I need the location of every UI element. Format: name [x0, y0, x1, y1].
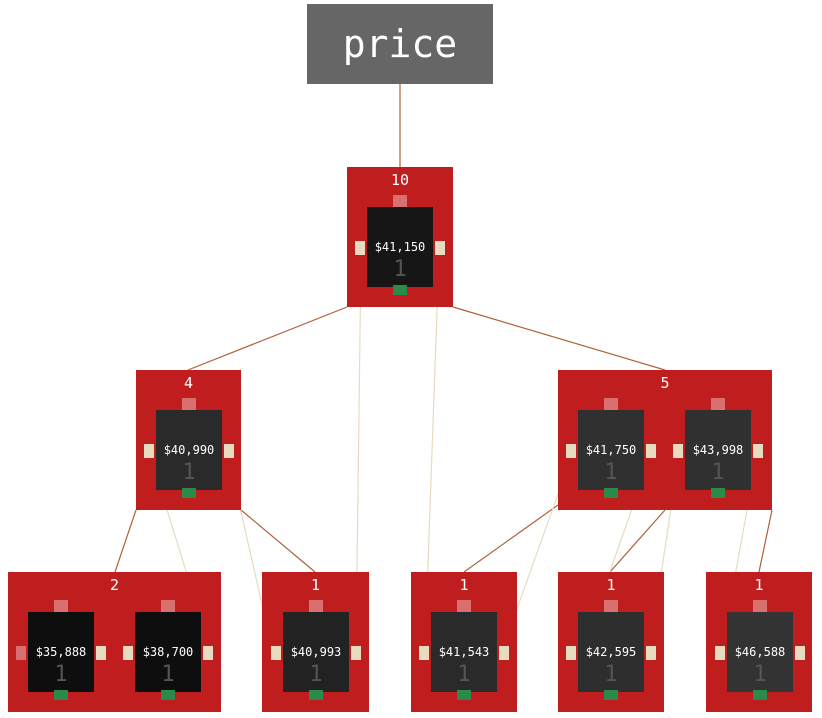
tree-node: 4 $40,990 1 — [136, 370, 241, 510]
node-key: $35,888 1 — [16, 600, 106, 700]
key-value: $40,990 — [163, 443, 215, 457]
node-key: $41,750 1 — [566, 398, 656, 498]
right-pointer — [435, 241, 445, 255]
node-key: $40,990 1 — [144, 398, 234, 498]
left-pointer — [715, 646, 725, 660]
key-count: 1 — [309, 662, 323, 687]
key-bottom-marker — [54, 690, 68, 700]
key-count: 1 — [457, 662, 471, 687]
tree-node: 1 $46,588 1 — [706, 572, 812, 712]
tree-node: 5 $41,750 1 $43,998 1 — [558, 370, 772, 510]
left-pointer — [566, 444, 576, 458]
key-bottom-marker — [161, 690, 175, 700]
left-pointer — [144, 444, 154, 458]
node-key: $43,998 1 — [673, 398, 763, 498]
left-pointer — [123, 646, 133, 660]
node-count: 1 — [606, 576, 616, 594]
key-count: 1 — [604, 460, 618, 485]
right-pointer — [646, 646, 656, 660]
key-bottom-marker — [711, 488, 725, 498]
node-count: 1 — [754, 576, 764, 594]
node-count: 1 — [459, 576, 469, 594]
key-value: $38,700 — [142, 645, 194, 659]
key-count: 1 — [182, 460, 196, 485]
key-bottom-marker — [182, 488, 196, 498]
edge — [187, 306, 348, 371]
left-pointer — [419, 646, 429, 660]
right-pointer — [203, 646, 213, 660]
tree-node: 10 $41,150 1 — [347, 167, 453, 307]
root-label: price — [307, 4, 493, 84]
node-key: $41,543 1 — [419, 600, 509, 700]
edge — [452, 306, 666, 371]
key-bottom-marker — [457, 690, 471, 700]
edge — [463, 504, 559, 573]
tree-node: 1 $40,993 1 — [262, 572, 369, 712]
node-key: $42,595 1 — [566, 600, 656, 700]
key-tab — [711, 398, 725, 410]
key-count: 1 — [711, 460, 725, 485]
node-count: 4 — [183, 374, 194, 392]
key-value: $41,543 — [438, 645, 490, 659]
right-pointer — [499, 646, 509, 660]
left-pointer — [16, 646, 26, 660]
key-value: $41,150 — [374, 240, 426, 254]
node-key: $38,700 1 — [123, 600, 213, 700]
key-tab — [753, 600, 767, 612]
key-count: 1 — [753, 662, 767, 687]
edge — [758, 509, 773, 573]
key-count: 1 — [54, 662, 68, 687]
root-label-text: price — [342, 22, 458, 66]
left-pointer — [355, 241, 365, 255]
key-value: $43,998 — [692, 443, 744, 457]
right-pointer — [351, 646, 361, 660]
key-value: $35,888 — [35, 645, 87, 659]
key-bottom-marker — [309, 690, 323, 700]
edge — [114, 509, 137, 573]
key-value: $42,595 — [585, 645, 637, 659]
key-tab — [54, 600, 68, 612]
node-count: 2 — [109, 576, 120, 594]
key-tab — [309, 600, 323, 612]
key-tab — [604, 600, 618, 612]
key-tab — [604, 398, 618, 410]
key-count: 1 — [161, 662, 175, 687]
key-bottom-marker — [604, 488, 618, 498]
right-pointer — [96, 646, 106, 660]
node-count: 1 — [310, 576, 321, 594]
node-key: $40,993 1 — [271, 600, 361, 700]
key-tab — [182, 398, 196, 410]
tree-node: 2 $35,888 1 $38,700 1 — [8, 572, 221, 712]
key-value: $46,588 — [734, 645, 786, 659]
key-tab — [161, 600, 175, 612]
key-count: 1 — [604, 662, 618, 687]
right-pointer — [646, 444, 656, 458]
key-bottom-marker — [753, 690, 767, 700]
key-tab — [457, 600, 471, 612]
key-bottom-marker — [393, 285, 407, 295]
key-count: 1 — [393, 257, 407, 282]
key-value: $41,750 — [585, 443, 637, 457]
edge — [609, 509, 666, 573]
tree-node: 1 $42,595 1 — [558, 572, 664, 712]
key-value: $40,993 — [290, 645, 342, 659]
key-bottom-marker — [604, 690, 618, 700]
tree-node: 1 $41,543 1 — [411, 572, 517, 712]
key-tab — [393, 195, 407, 207]
left-pointer — [566, 646, 576, 660]
edge — [240, 509, 316, 573]
node-key: $41,150 1 — [355, 195, 445, 295]
left-pointer — [271, 646, 281, 660]
left-pointer — [673, 444, 683, 458]
right-pointer — [795, 646, 805, 660]
node-count: 5 — [660, 374, 670, 392]
node-key: $46,588 1 — [715, 600, 805, 700]
right-pointer — [753, 444, 763, 458]
right-pointer — [224, 444, 234, 458]
node-count: 10 — [390, 171, 410, 189]
